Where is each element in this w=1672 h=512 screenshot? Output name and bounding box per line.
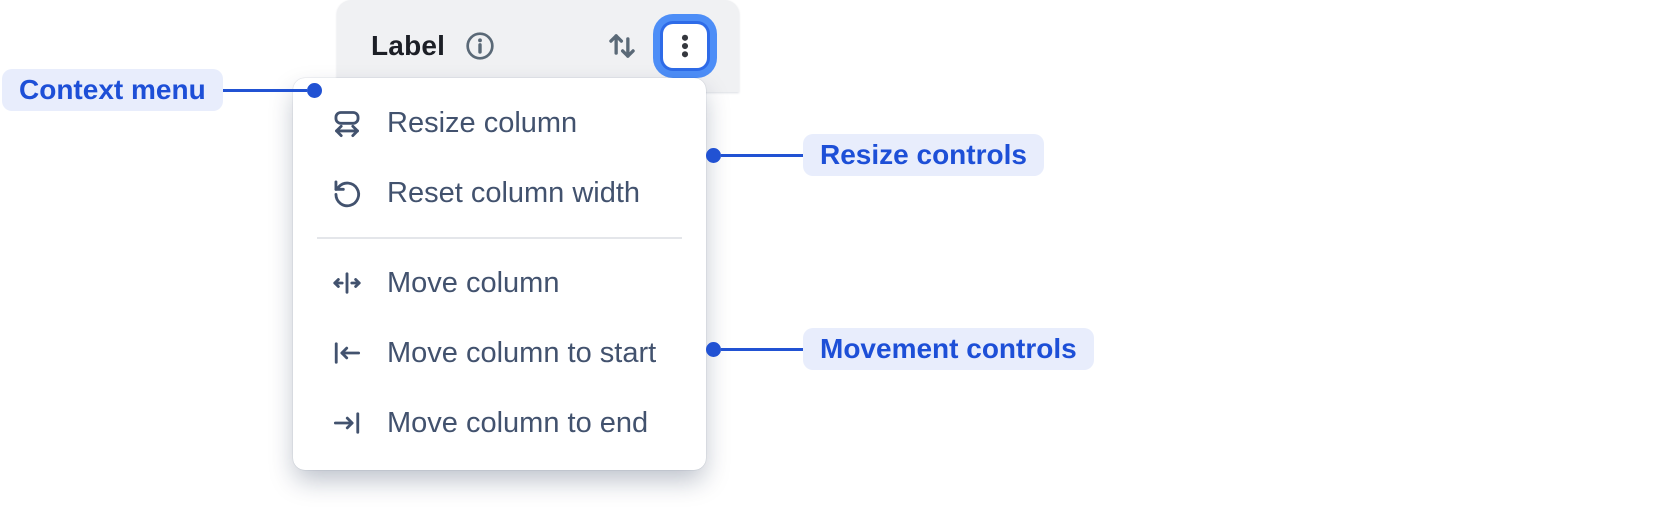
connector-dot bbox=[306, 82, 322, 98]
annotation-pill: Context menu bbox=[2, 69, 223, 111]
column-context-menu: Resize column Reset column width bbox=[293, 78, 706, 470]
menu-item-label: Move column to start bbox=[387, 336, 657, 369]
connector-line bbox=[721, 347, 803, 351]
column-header: Label bbox=[337, 0, 739, 92]
menu-item-resize-column[interactable]: Resize column bbox=[293, 88, 706, 158]
info-icon[interactable] bbox=[463, 29, 497, 63]
menu-item-label: Move column to end bbox=[387, 406, 649, 439]
menu-item-move-column-to-end[interactable]: Move column to end bbox=[293, 388, 706, 458]
connector-line bbox=[721, 153, 803, 157]
annotation-pill: Resize controls bbox=[803, 134, 1044, 176]
annotation-pill: Movement controls bbox=[803, 328, 1094, 370]
annotation-context-menu: Context menu bbox=[2, 69, 322, 111]
connector-dot bbox=[706, 341, 721, 357]
connector-line bbox=[222, 88, 307, 92]
menu-item-label: Resize column bbox=[387, 106, 578, 139]
menu-item-label: Move column bbox=[387, 266, 560, 299]
reset-column-width-icon bbox=[329, 175, 365, 211]
move-column-icon bbox=[329, 265, 365, 301]
connector-dot bbox=[706, 147, 721, 163]
column-header-label: Label bbox=[371, 30, 446, 61]
resize-column-icon bbox=[329, 105, 365, 141]
menu-item-reset-column-width[interactable]: Reset column width bbox=[293, 158, 706, 228]
more-menu-icon bbox=[670, 31, 700, 61]
move-column-to-start-icon bbox=[329, 335, 365, 371]
move-column-to-end-icon bbox=[329, 405, 365, 441]
menu-item-move-column-to-start[interactable]: Move column to start bbox=[293, 318, 706, 388]
annotation-movement-controls: Movement controls bbox=[706, 328, 1094, 370]
menu-item-label: Reset column width bbox=[387, 176, 641, 209]
menu-divider bbox=[317, 237, 682, 239]
annotation-resize-controls: Resize controls bbox=[706, 134, 1044, 176]
more-menu-button[interactable] bbox=[663, 24, 707, 68]
menu-item-move-column[interactable]: Move column bbox=[293, 248, 706, 318]
sort-icon[interactable] bbox=[603, 27, 641, 65]
